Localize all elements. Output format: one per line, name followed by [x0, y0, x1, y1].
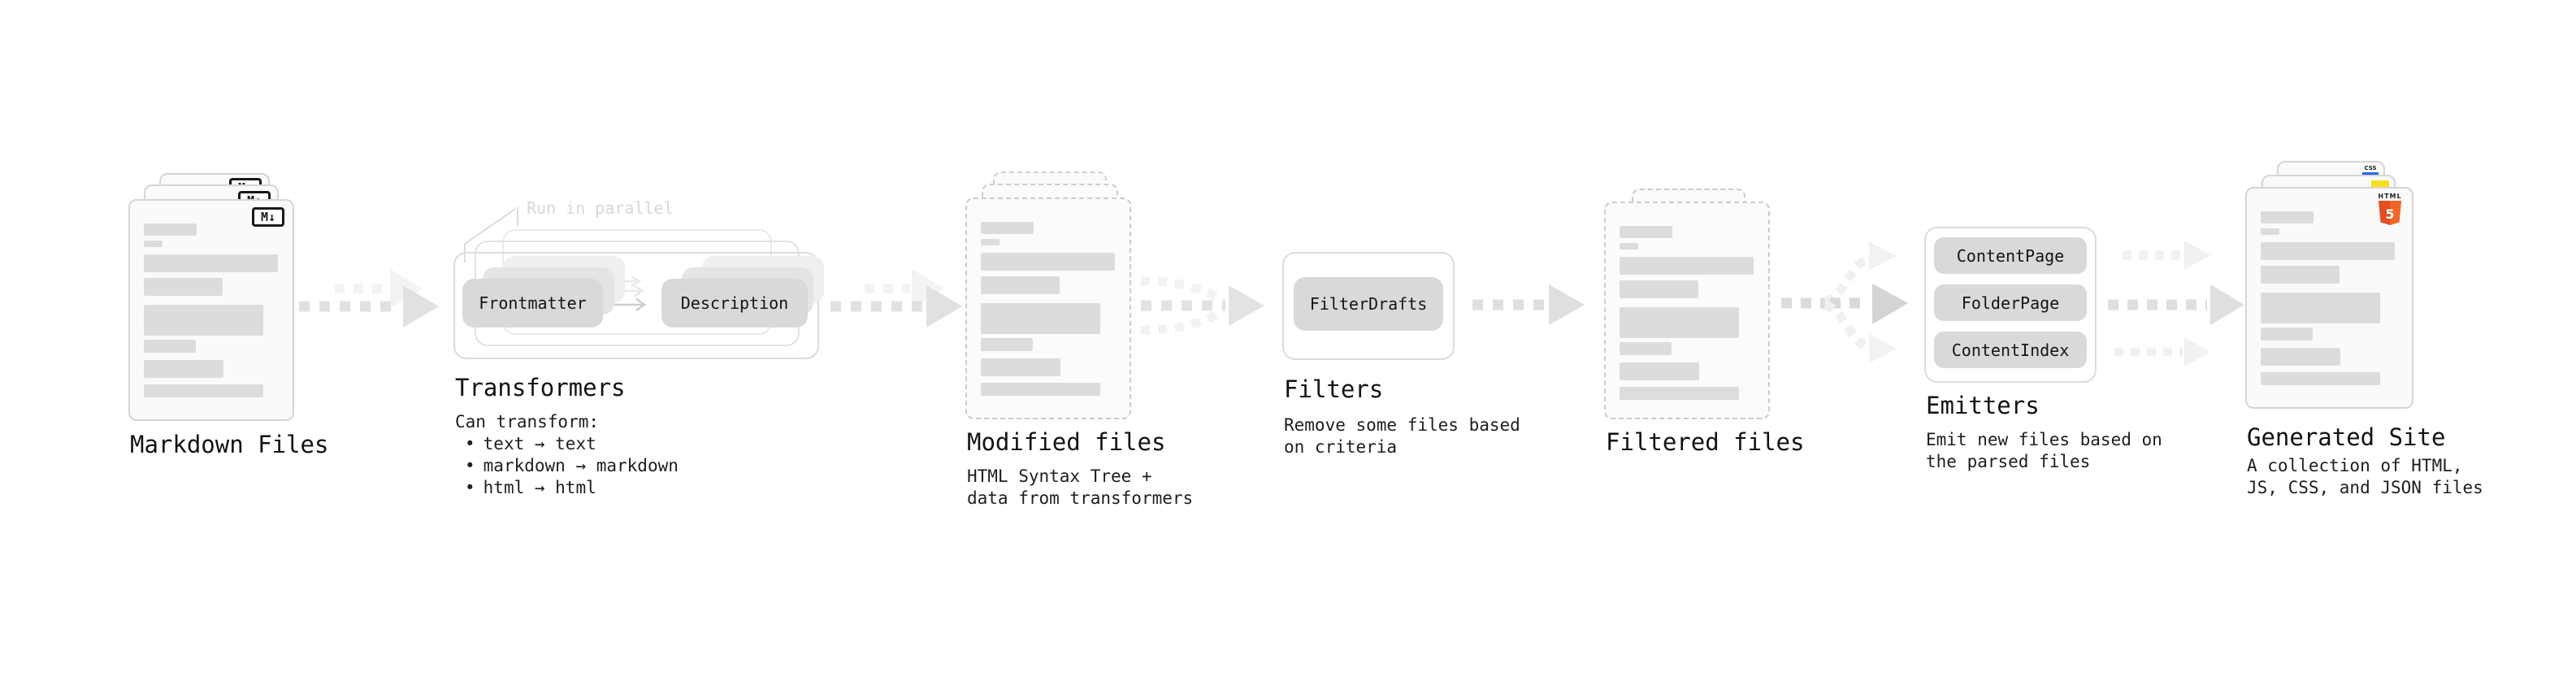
modified-files-desc: HTML Syntax Tree + data from transformer… [967, 466, 1194, 508]
bullet-item: • text → text [465, 433, 679, 455]
emitters-desc: Emit new files based on the parsed files [1926, 430, 2162, 471]
arrow-modified-to-filters-icon [1140, 276, 1264, 335]
emitters-label: Emitters [1926, 392, 2040, 419]
arrow-markdown-to-transformers-icon [299, 269, 439, 327]
arrow-transformers-to-modified-icon [830, 269, 962, 327]
frontmatter-pill: Frontmatter [462, 279, 603, 327]
bullet-dot: • [465, 478, 475, 497]
transformers-label: Transformers [455, 374, 626, 401]
html5-shield-icon: 5 [2379, 201, 2401, 225]
arrow-filters-to-filtered-icon [1472, 284, 1585, 325]
folderpage-pill: FolderPage [1934, 284, 2087, 321]
filterdrafts-pill: FilterDrafts [1294, 277, 1443, 331]
html5-number: 5 [2385, 206, 2394, 222]
bullet-item: • html → html [465, 477, 679, 499]
contentpage-pill: ContentPage [1934, 237, 2087, 274]
filters-label: Filters [1284, 375, 1384, 403]
doc-content-skeleton [1620, 226, 1754, 400]
doc-content-skeleton [981, 222, 1116, 396]
generated-site-desc: A collection of HTML, JS, CSS, and JSON … [2247, 456, 2483, 497]
markdown-files-label: Markdown Files [130, 431, 329, 458]
bullet-dot: • [465, 434, 475, 453]
bullet-dot: • [465, 456, 475, 475]
bullet-text: text → text [483, 434, 596, 453]
bullet-text: html → html [483, 478, 596, 497]
css-badge-icon: CSS [2362, 166, 2379, 175]
modified-files-label: Modified files [967, 428, 1166, 456]
html5-badge-label: HTML [2378, 193, 2402, 200]
css-badge-label: CSS [2364, 165, 2377, 171]
filters-desc: Remove some files based on criteria [1284, 415, 1520, 457]
transformers-bullet-list: • text → text • markdown → markdown • html … [465, 433, 679, 499]
generated-site-label: Generated Site [2247, 423, 2446, 451]
markdown-badge-icon: M↓ [252, 207, 284, 227]
arrow-filtered-to-emitters-icon [1781, 241, 1908, 363]
modified-doc-front [965, 197, 1131, 419]
js-badge-icon [2371, 180, 2389, 189]
site-doc-html: HTML 5 [2245, 187, 2413, 409]
bullet-item: • markdown → markdown [465, 455, 679, 477]
run-in-parallel-annotation: Run in parallel [527, 198, 674, 218]
arrow-emitters-to-site-icon [2108, 241, 2244, 367]
doc-content-skeleton [144, 223, 279, 397]
filtered-files-label: Filtered files [1606, 428, 1805, 456]
contentindex-pill: ContentIndex [1934, 332, 2087, 368]
bullet-text: markdown → markdown [483, 456, 679, 475]
markdown-doc-front: M↓ [128, 199, 294, 421]
filtered-doc-front [1604, 202, 1770, 419]
transformers-desc-title: Can transform: [455, 412, 600, 432]
description-pill: Description [661, 279, 808, 327]
html5-badge-icon: HTML 5 [2378, 193, 2402, 225]
transformer-box-front [453, 252, 819, 359]
doc-content-skeleton [2261, 211, 2398, 385]
